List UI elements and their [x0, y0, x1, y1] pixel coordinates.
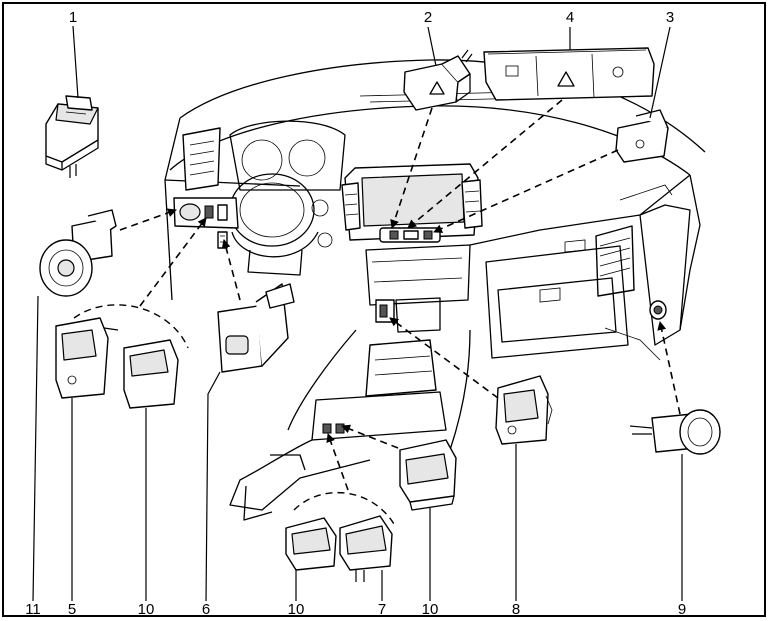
- callout-10-left: 10: [138, 601, 155, 618]
- callout-4: 4: [566, 9, 574, 26]
- part-9-switch: [629, 409, 721, 455]
- callout-labels: 1 2 3 4 11 5 10 6 10 7 10 8 9: [25, 9, 686, 618]
- part-6-dimmer-switch: [217, 283, 295, 373]
- part-10-switch-bottom: [285, 517, 337, 571]
- callout-11: 11: [25, 601, 41, 618]
- callout-2: 2: [424, 9, 432, 26]
- part-10-switch-right: [399, 439, 457, 511]
- part-8-switch: [495, 375, 553, 445]
- callout-7: 7: [378, 601, 386, 618]
- leader-lines: [32, 25, 683, 602]
- part-7-switch: [339, 515, 393, 582]
- part-10-switch-left: [123, 339, 179, 409]
- callout-1: 1: [69, 9, 77, 26]
- callout-8: 8: [512, 601, 520, 618]
- dashboard-illustration: [164, 59, 706, 521]
- part-2-hazard-switch: [403, 49, 473, 111]
- callout-3: 3: [666, 9, 674, 26]
- callout-10-right: 10: [422, 601, 439, 618]
- part-4-switch-bar: [483, 47, 655, 101]
- locator-arrows: [73, 99, 681, 525]
- callout-6: 6: [202, 601, 210, 618]
- callout-9: 9: [678, 601, 686, 618]
- callout-10-bottom: 10: [288, 601, 305, 618]
- part-11-rotary-switch: [39, 209, 117, 297]
- part-3-switch: [615, 109, 669, 163]
- part-1-rocker-switch: [45, 95, 99, 178]
- part-5-switch: [55, 317, 119, 399]
- callout-5: 5: [68, 601, 76, 618]
